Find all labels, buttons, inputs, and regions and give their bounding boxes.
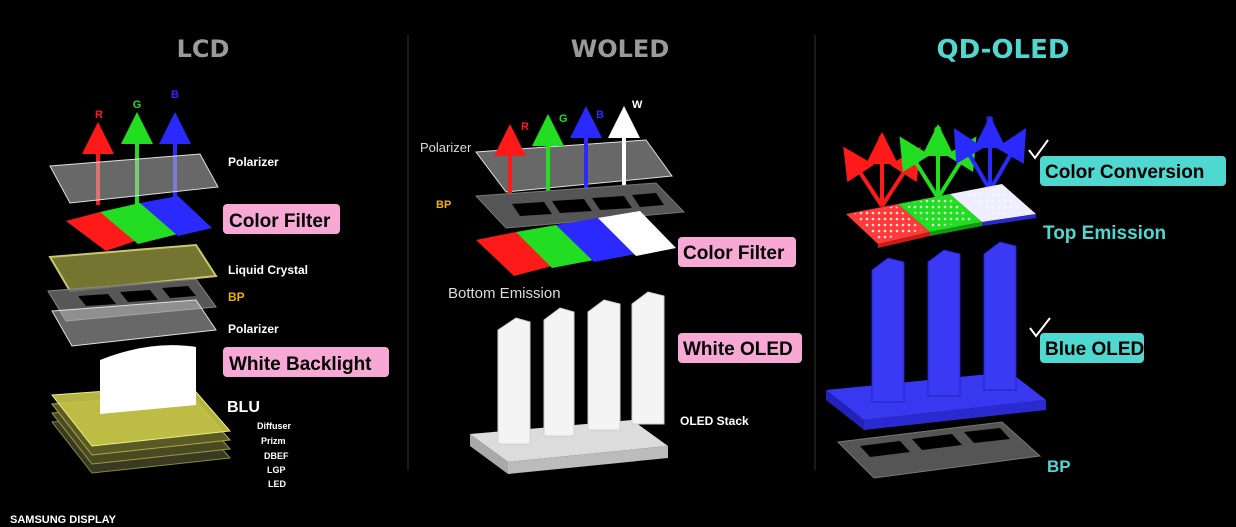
lcd-title: LCD bbox=[177, 35, 230, 63]
lcd-liquid-crystal bbox=[48, 243, 218, 293]
woled-white-oled-pillar bbox=[543, 307, 575, 437]
lcd-bp-hole bbox=[162, 286, 196, 298]
qdoled-blue-oled-pillar bbox=[927, 249, 961, 397]
woled-color-filter-red bbox=[476, 232, 552, 276]
lcd-label-blu: BLU bbox=[227, 399, 260, 416]
qdoled-green-arrow bbox=[936, 136, 977, 200]
qdoled-red-arrow bbox=[880, 146, 921, 208]
woled-arrow-label-b: B bbox=[596, 109, 604, 121]
lcd-label-prizm: Prizm bbox=[261, 436, 286, 446]
lcd-label-lgp: LGP bbox=[267, 465, 286, 475]
qdoled-qd-green-dots bbox=[904, 196, 974, 228]
qdoled-arrow-label-b: B bbox=[986, 115, 994, 127]
qdoled-checkmark-icon bbox=[1028, 139, 1049, 160]
lcd-bp-hole bbox=[78, 294, 116, 306]
lcd-polarizer-bottom bbox=[51, 299, 217, 347]
woled-color-filter-box bbox=[678, 237, 796, 267]
lcd-arrow-label-r: R bbox=[95, 109, 103, 121]
lcd-label-dbef: DBEF bbox=[264, 451, 289, 461]
lcd-color-filter-red bbox=[66, 212, 138, 251]
qdoled-red-arrow bbox=[843, 146, 884, 208]
qdoled-label-blue-oled: Blue OLED bbox=[1045, 339, 1144, 360]
woled-white-oled-pillar bbox=[631, 291, 665, 425]
lcd-label-white-backlight: White Backlight bbox=[229, 354, 372, 375]
qdoled-blue-oled-pillar bbox=[871, 257, 905, 403]
lcd-arrow-label-g: G bbox=[133, 99, 142, 111]
woled-white-oled-pillar bbox=[497, 317, 531, 445]
qdoled-bp-hole bbox=[964, 428, 1010, 443]
qdoled-qd-edge bbox=[982, 214, 1036, 226]
qdoled-qd-blue-dots bbox=[966, 188, 1022, 216]
lcd-polarizer-top bbox=[49, 153, 219, 204]
lcd-label-polarizer-bottom: Polarizer bbox=[228, 322, 279, 336]
woled-color-filter-white bbox=[598, 211, 676, 256]
woled-label-oled-stack: OLED Stack bbox=[680, 414, 749, 428]
woled-bp-hole bbox=[632, 193, 664, 207]
lcd-bp-hole bbox=[120, 290, 158, 302]
qdoled-blue-arrow bbox=[988, 128, 1027, 192]
woled-oled-stack-side bbox=[470, 434, 508, 474]
lcd-label-polarizer-top: Polarizer bbox=[228, 155, 279, 169]
qdoled-green-arrow bbox=[899, 136, 940, 200]
woled-label-polarizer: Polarizer bbox=[420, 140, 472, 155]
qdoled-arrow-label-r: R bbox=[878, 135, 886, 147]
woled-label-bottom-emission: Bottom Emission bbox=[448, 285, 561, 302]
woled-arrow-label-g: G bbox=[559, 113, 568, 125]
lcd-label-color-filter: Color Filter bbox=[229, 211, 331, 232]
qdoled-label-top-emission: Top Emission bbox=[1043, 223, 1166, 244]
woled-color-filter-blue bbox=[556, 218, 636, 262]
woled-label-bp: BP bbox=[436, 199, 451, 211]
qdoled-label-bp: BP bbox=[1047, 457, 1071, 476]
lcd-color-filter-green bbox=[100, 203, 178, 244]
qdoled-panel: QD-OLED R G B bbox=[826, 35, 1226, 479]
qdoled-qd-edge bbox=[878, 232, 930, 248]
qdoled-blue-oled-box bbox=[1040, 333, 1144, 363]
woled-bp-hole bbox=[552, 199, 592, 213]
qdoled-bp-hole bbox=[860, 441, 910, 457]
lcd-white-backlight bbox=[100, 345, 196, 414]
woled-white-oled-box bbox=[678, 333, 802, 363]
lcd-label-led: LED bbox=[268, 479, 287, 489]
qdoled-color-conversion-box bbox=[1040, 156, 1226, 186]
qdoled-arrow-label-g: G bbox=[934, 125, 943, 137]
woled-bp-hole bbox=[592, 196, 632, 210]
qdoled-blue-arrow bbox=[953, 128, 992, 192]
samsung-display-logo: SAMSUNG DISPLAY bbox=[10, 514, 117, 526]
qdoled-title: QD-OLED bbox=[937, 35, 1070, 65]
woled-color-filter-green bbox=[516, 225, 594, 268]
lcd-color-filter-box bbox=[223, 204, 340, 234]
woled-title: WOLED bbox=[571, 35, 669, 63]
woled-label-white-oled: White OLED bbox=[683, 339, 793, 360]
lcd-label-diffuser: Diffuser bbox=[257, 421, 292, 431]
qdoled-blue-oled-pillar bbox=[983, 241, 1017, 391]
lcd-color-filter-blue bbox=[140, 196, 212, 236]
woled-oled-stack-front bbox=[508, 446, 668, 474]
qdoled-label-color-conversion: Color Conversion bbox=[1045, 162, 1204, 183]
qdoled-blue-base-side bbox=[826, 390, 864, 430]
lcd-arrow-label-b: B bbox=[171, 89, 179, 101]
woled-arrow-label-r: R bbox=[521, 121, 529, 133]
qdoled-bp-hole bbox=[912, 434, 962, 450]
qdoled-checkmark-icon bbox=[1029, 317, 1051, 338]
qdoled-qd-edge bbox=[930, 222, 982, 236]
qdoled-blue-base-front bbox=[864, 400, 1046, 430]
woled-arrow-label-w: W bbox=[632, 99, 643, 111]
woled-label-color-filter: Color Filter bbox=[683, 243, 785, 264]
woled-panel: WOLED R G B W Polarizer BP bbox=[420, 35, 802, 474]
lcd-label-liquid-crystal: Liquid Crystal bbox=[228, 263, 308, 277]
lcd-label-bp: BP bbox=[228, 290, 245, 304]
lcd-white-backlight-box bbox=[223, 347, 389, 377]
lcd-panel: LCD R G B Polarizer Color Filter bbox=[47, 35, 389, 489]
woled-white-oled-pillar bbox=[587, 299, 621, 431]
qdoled-qd-red-dots bbox=[852, 206, 922, 240]
woled-bp-hole bbox=[512, 202, 552, 216]
